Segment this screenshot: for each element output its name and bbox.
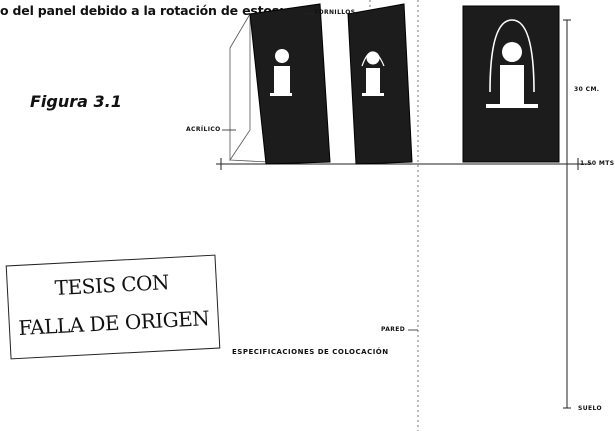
- acrilico-label: ACRÍLICO: [186, 126, 221, 133]
- panel-3: [462, 5, 560, 163]
- suelo-label: SUELO: [578, 405, 603, 412]
- figure-label: Figura 3.1: [30, 92, 122, 111]
- pared-label: PARED: [381, 326, 406, 333]
- panel-1: [249, 3, 331, 165]
- dimension-mts-label: 1.50 MTS: [580, 160, 615, 167]
- stamp-line-1: TESIS CON: [54, 270, 170, 301]
- thesis-stamp: TESIS CON FALLA DE ORIGEN: [5, 254, 221, 360]
- stamp-line-2: FALLA DE ORIGEN: [17, 305, 210, 340]
- dimension-cm-label: 30 CM.: [574, 86, 600, 93]
- caption-text: o del panel debido a la rotación de esto…: [0, 3, 284, 18]
- specs-title: ESPECIFICACIONES DE COLOCACIÓN: [232, 348, 389, 356]
- tornillos-label: TORNILLOS: [314, 9, 356, 16]
- panel-1-figure-icon: [270, 49, 292, 96]
- acrylic-side-panel: [229, 12, 251, 162]
- panel-2: [347, 3, 413, 165]
- panel-2-figure-icon: [361, 51, 385, 96]
- panel-3-figure-icon: [486, 19, 538, 108]
